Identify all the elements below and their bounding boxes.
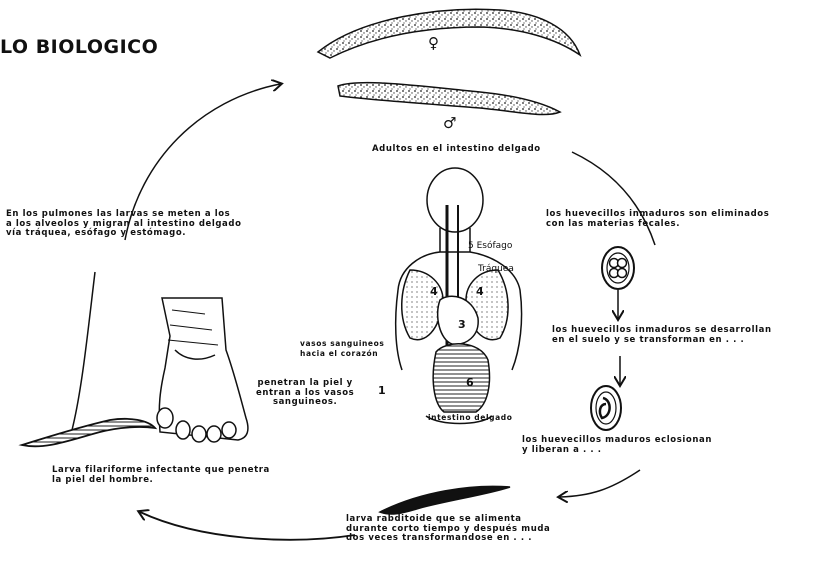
filariform-larva-icon	[22, 419, 155, 446]
arrow-top-right	[572, 152, 655, 245]
label-penetran-piel: penetran la piel y entran a los vasos sa…	[256, 379, 354, 408]
label-adultos: Adultos en el intestino delgado	[372, 145, 541, 155]
label-traquea: Tráquea	[478, 264, 514, 274]
foot-icon	[157, 298, 248, 442]
arrow-bottom-left	[140, 512, 355, 540]
label-larva-rabditoide: larva rabditoide que se alimenta durante…	[346, 515, 550, 544]
rhabditiform-larva-icon	[380, 486, 510, 514]
label-huevecillos-desarrollan: los huevecillos inmaduros se desarrollan…	[552, 326, 772, 345]
page-title: LO BIOLOGICO	[0, 36, 158, 58]
arrow-bottom-right	[560, 470, 640, 497]
human-torso-icon	[396, 168, 522, 424]
label-esofago: 5 Esófago	[468, 241, 512, 251]
label-intestino-delgado: intestino delgado	[428, 413, 512, 423]
label-huevecillos-eclosionan: los huevecillos maduros eclosionan y lib…	[522, 436, 712, 455]
female-symbol: ♀	[428, 34, 439, 52]
number-6: 6	[466, 376, 474, 389]
label-vasos-corazon: vasos sanguineos hacia el corazón	[300, 339, 384, 358]
egg-mature-icon	[591, 386, 621, 430]
number-3: 3	[458, 318, 466, 331]
male-worm-icon	[338, 83, 560, 115]
number-1: 1	[378, 384, 386, 397]
female-worm-icon	[318, 9, 580, 58]
arrow-left-down	[72, 272, 95, 430]
number-4-right: 4	[476, 285, 484, 298]
number-4-left: 4	[430, 285, 438, 298]
label-pulmones: En los pulmones las larvas se meten a lo…	[6, 210, 242, 239]
label-huevecillos-eliminados: los huevecillos inmaduros son eliminados…	[546, 210, 769, 229]
egg-immature-icon	[602, 247, 634, 289]
label-larva-filariforme: Larva filariforme infectante que penetra…	[52, 466, 270, 485]
male-symbol: ♂	[443, 114, 456, 132]
